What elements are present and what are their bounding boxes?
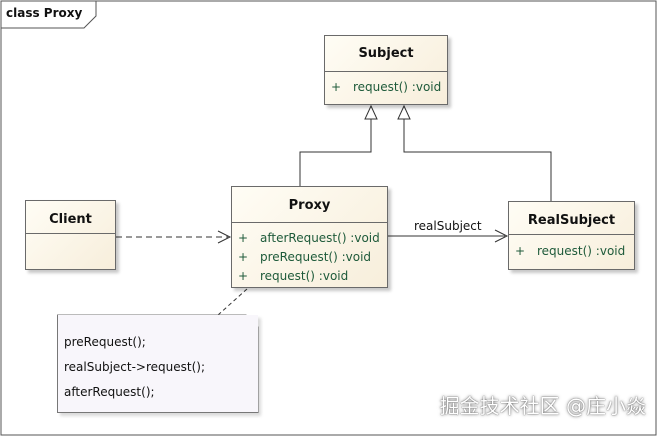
generalization-realsubject-arrowhead [397,104,411,120]
note[interactable]: preRequest(); realSubject->request(); af… [57,315,258,413]
frame-label: class Proxy [6,6,83,20]
note-line: preRequest(); [64,335,146,349]
class-name: RealSubject [527,213,616,228]
watermark: 掘金技术社区 @庄小焱 [439,394,646,418]
generalization-proxy-line [299,118,372,186]
note-line: afterRequest(); [64,385,155,399]
compartment-divider [232,222,387,223]
operation-signature: afterRequest() :void [260,231,380,245]
class-name: Subject [358,46,414,61]
association-arrowhead [494,229,509,243]
association-label: realSubject [414,219,482,233]
operation-request: + request() :void [515,244,625,258]
operation-request: + request() :void [331,80,441,94]
compartment-divider [325,71,447,72]
note-line: realSubject->request(); [64,360,206,374]
dependency-arrowhead [217,230,232,244]
class-client[interactable]: Client [25,200,116,270]
visibility-marker: + [515,244,526,258]
generalization-proxy-arrowhead [364,104,378,120]
operation-signature: request() :void [260,269,349,283]
class-proxy[interactable]: Proxy + afterRequest() :void + preRequest(… [231,186,388,288]
operation-signature: request() :void [353,80,442,94]
visibility-marker: + [238,231,249,245]
compartment-divider [26,233,115,234]
operation-pre-request: + preRequest() :void [238,250,371,264]
operation-request: + request() :void [238,269,348,283]
operation-after-request: + afterRequest() :void [238,231,380,245]
class-name: Client [49,212,92,227]
operation-signature: request() :void [537,244,626,258]
visibility-marker: + [331,80,342,94]
generalization-realsubject-line [403,118,552,201]
class-real-subject[interactable]: RealSubject + request() :void [508,201,635,270]
operation-signature: preRequest() :void [260,250,372,264]
frame-tab [1,1,97,29]
class-subject[interactable]: Subject + request() :void [324,35,448,105]
visibility-marker: + [238,250,249,264]
class-name: Proxy [288,198,331,213]
visibility-marker: + [238,269,249,283]
note-anchor-line [217,288,248,316]
compartment-divider [509,234,634,235]
